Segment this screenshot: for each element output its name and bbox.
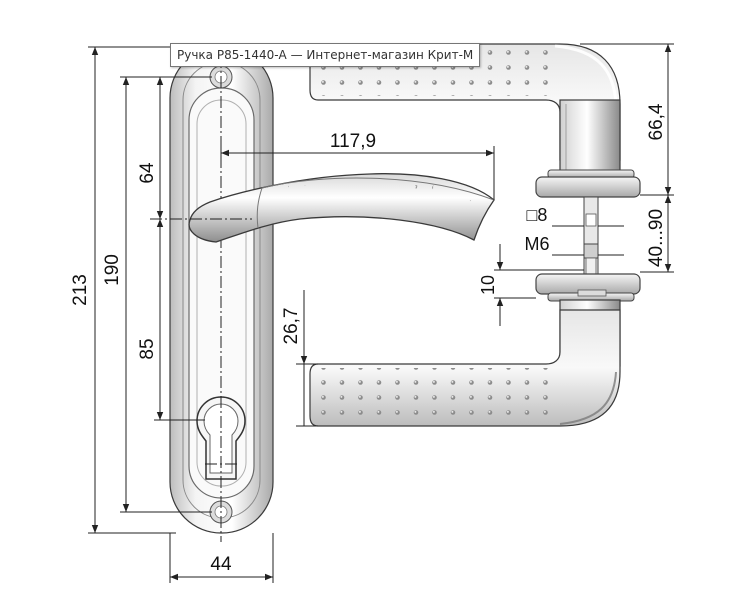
label-lever-length: 117,9 — [330, 131, 376, 152]
dim-lever-to-keyhole — [154, 219, 205, 421]
upper-rose — [535, 169, 641, 198]
dim-overall-height — [88, 46, 176, 534]
label-lever-to-keyhole: 85 — [137, 338, 158, 359]
label-door-thickness: 40...90 — [646, 209, 667, 267]
upper-neck — [559, 99, 621, 175]
spindle — [583, 196, 599, 280]
dim-door-thickness — [640, 195, 674, 273]
label-plate-width: 44 — [210, 554, 232, 575]
tooltip: Ручка Р85-1440-А — Интернет-магазин Крит… — [170, 43, 481, 67]
lower-rose — [535, 273, 641, 302]
dim-rose-thickness — [494, 244, 584, 326]
label-overall-height: 213 — [70, 274, 91, 306]
label-lever-to-top: 64 — [137, 162, 158, 184]
dim-lever-length — [220, 142, 495, 200]
side-lower-lever — [309, 309, 621, 427]
dim-lever-offset — [296, 290, 318, 427]
label-rose-to-top: 66,4 — [646, 103, 667, 140]
label-spindle-square: □8 — [527, 205, 548, 225]
label-lever-offset: 26,7 — [281, 308, 302, 345]
label-rose-thickness: 10 — [478, 275, 498, 295]
label-hole-spacing: 190 — [102, 254, 123, 286]
dim-plate-width — [169, 533, 274, 583]
dim-hole-spacing — [120, 76, 212, 513]
label-screw-thread: M6 — [524, 234, 549, 254]
front-lever — [188, 173, 495, 243]
